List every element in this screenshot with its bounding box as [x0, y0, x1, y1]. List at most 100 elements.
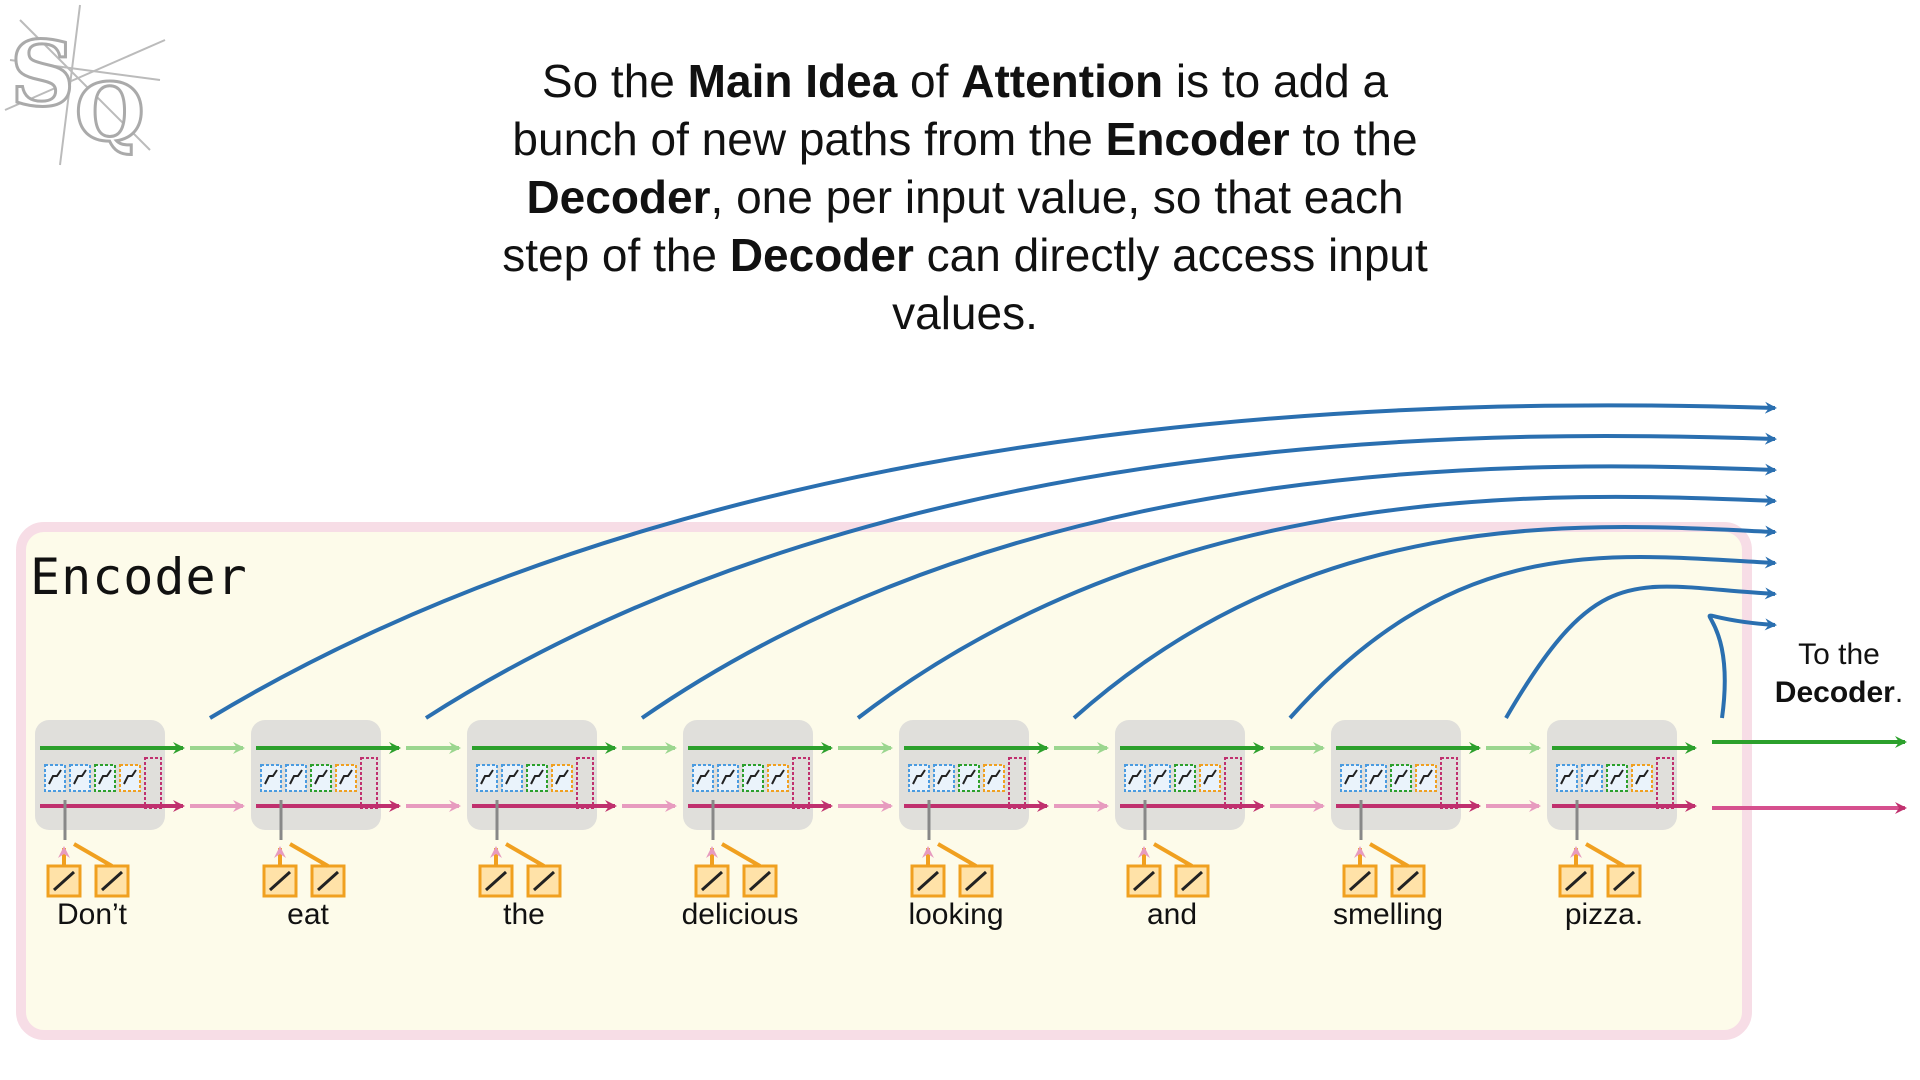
identity-activation-icon — [316, 870, 340, 892]
activation-icon — [696, 769, 710, 785]
lstm-cell — [69, 764, 91, 792]
svg-text:S: S — [10, 21, 75, 127]
attention-path-arrow — [1707, 613, 1777, 719]
identity-activation-icon — [52, 870, 76, 892]
lstm-cell — [1199, 764, 1221, 792]
title-part: Main Idea — [687, 55, 898, 107]
activation-icon — [1153, 769, 1167, 785]
identity-activation-icon — [532, 870, 556, 892]
lstm-cell — [1174, 764, 1196, 792]
output-cell — [1656, 757, 1674, 809]
output-cell — [1440, 757, 1458, 809]
lstm-cell — [44, 764, 66, 792]
lstm-cell — [526, 764, 548, 792]
embedding-node — [94, 864, 130, 898]
activation-icon — [1394, 769, 1408, 785]
embedding-arrow — [1584, 842, 1626, 868]
title-part: is to add a bunch of new paths from the — [512, 55, 1389, 165]
embedding-arrow — [936, 842, 978, 868]
lstm-cell — [1581, 764, 1603, 792]
title-part: Decoder — [526, 171, 711, 223]
activation-icon — [289, 769, 303, 785]
activation-icon — [48, 769, 62, 785]
slide-title: So the Main Idea of Attention is to add … — [480, 52, 1450, 342]
lstm-cell — [717, 764, 739, 792]
activation-icon — [1178, 769, 1192, 785]
input-word-label: delicious — [681, 898, 799, 931]
activation-icon — [73, 769, 87, 785]
to-decoder-line1: To the — [1798, 638, 1880, 671]
lstm-cell — [260, 764, 282, 792]
lstm-cell — [476, 764, 498, 792]
identity-activation-icon — [916, 870, 940, 892]
activation-icon — [505, 769, 519, 785]
activation-icon — [1369, 769, 1383, 785]
activation-icon — [1635, 769, 1649, 785]
embedding-node — [46, 864, 82, 898]
embedding-arrow — [72, 842, 114, 868]
identity-activation-icon — [1132, 870, 1156, 892]
title-part: to the — [1289, 113, 1418, 165]
embedding-arrow — [1152, 842, 1194, 868]
to-decoder-punct: . — [1894, 676, 1904, 709]
identity-activation-icon — [1612, 870, 1636, 892]
title-part: Encoder — [1105, 113, 1290, 165]
activation-icon — [912, 769, 926, 785]
lstm-cell — [1415, 764, 1437, 792]
input-word-label: smelling — [1332, 898, 1444, 931]
activation-icon — [746, 769, 760, 785]
activation-icon — [98, 769, 112, 785]
activation-icon — [339, 769, 353, 785]
lstm-cell — [285, 764, 307, 792]
embedding-arrow — [720, 842, 762, 868]
identity-activation-icon — [748, 870, 772, 892]
embedding-node — [958, 864, 994, 898]
output-cell — [144, 757, 162, 809]
output-cell — [360, 757, 378, 809]
activation-icon — [1344, 769, 1358, 785]
identity-activation-icon — [1396, 870, 1420, 892]
output-cell — [1008, 757, 1026, 809]
activation-icon — [721, 769, 735, 785]
identity-activation-icon — [100, 870, 124, 892]
title-part: Decoder — [729, 229, 914, 281]
lstm-cell — [933, 764, 955, 792]
activation-icon — [1203, 769, 1217, 785]
title-part: can directly access input values. — [892, 229, 1428, 339]
lstm-cell — [983, 764, 1005, 792]
attention-path-arrow — [1072, 525, 1777, 720]
identity-activation-icon — [268, 870, 292, 892]
lstm-cell — [94, 764, 116, 792]
activation-icon — [987, 769, 1001, 785]
input-word-label: the — [503, 898, 545, 931]
activation-icon — [1419, 769, 1433, 785]
svg-text:Q: Q — [75, 65, 145, 159]
embedding-arrow — [288, 842, 330, 868]
activation-icon — [962, 769, 976, 785]
lstm-cell — [1340, 764, 1362, 792]
attention-path-arrow — [1288, 555, 1777, 720]
embedding-node — [742, 864, 778, 898]
identity-activation-icon — [700, 870, 724, 892]
lstm-cell — [1606, 764, 1628, 792]
lstm-cell — [501, 764, 523, 792]
attention-path-arrow — [1504, 584, 1777, 720]
lstm-cell — [908, 764, 930, 792]
activation-icon — [530, 769, 544, 785]
lstm-cell — [1390, 764, 1412, 792]
lstm-cell — [310, 764, 332, 792]
output-cell — [792, 757, 810, 809]
lstm-cell — [1124, 764, 1146, 792]
identity-activation-icon — [1564, 870, 1588, 892]
lstm-cell — [119, 764, 141, 792]
lstm-cell — [742, 764, 764, 792]
activation-icon — [1585, 769, 1599, 785]
identity-activation-icon — [964, 870, 988, 892]
title-part: of — [897, 55, 962, 107]
activation-icon — [1128, 769, 1142, 785]
activation-icon — [771, 769, 785, 785]
activation-icon — [480, 769, 494, 785]
lstm-cell — [335, 764, 357, 792]
lstm-cell — [958, 764, 980, 792]
